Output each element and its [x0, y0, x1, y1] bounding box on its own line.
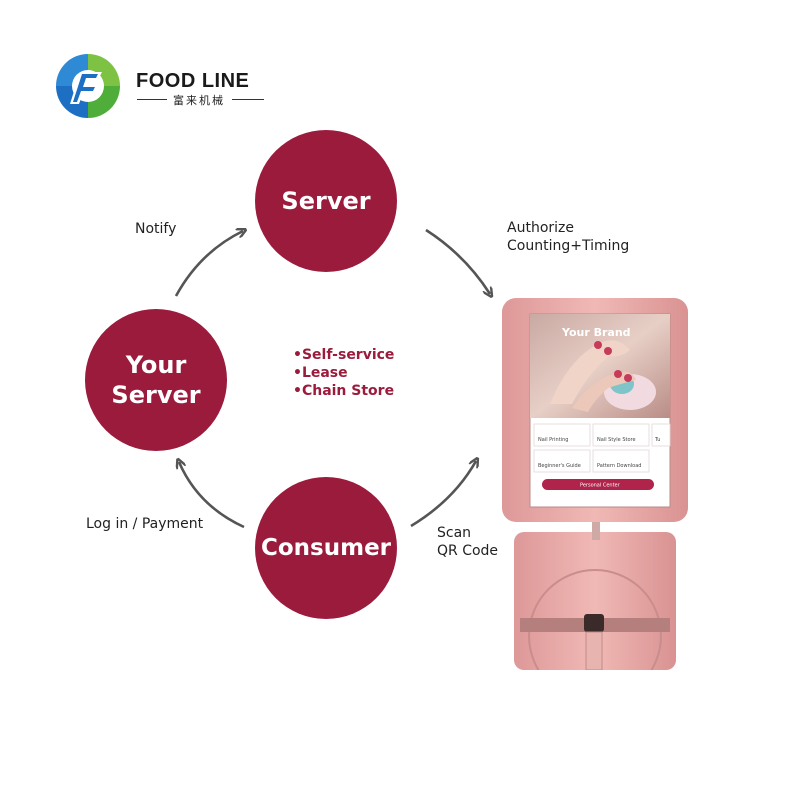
screen-tile — [592, 449, 650, 473]
screen-title: Your Brand — [561, 326, 631, 339]
brand-subtitle: 富来机械 — [173, 94, 225, 107]
nail-slot — [584, 614, 604, 632]
mode-item: •Lease — [293, 365, 348, 381]
scan-qr-label-line1: Scan — [437, 525, 472, 541]
arrow-consumer-to-your-server — [179, 462, 245, 529]
server-node: Server — [255, 130, 397, 272]
server-node-label: Server — [281, 187, 371, 215]
brand-divider-right — [232, 99, 264, 100]
kiosk-base — [514, 532, 676, 670]
business-modes-list: •Self-service •Lease •Chain Store — [293, 346, 394, 400]
arrow-your-server-to-server — [174, 231, 243, 297]
consumer-node: Consumer — [255, 477, 397, 619]
personal-center-button — [542, 479, 654, 490]
mode-item: •Chain Store — [293, 383, 395, 399]
consumer-node-label: Consumer — [260, 535, 392, 561]
screen-tile — [533, 449, 591, 473]
mode-item: •Self-service — [293, 347, 395, 363]
your-server-node: Your Server — [85, 309, 227, 451]
authorize-label-line1: Authorize — [507, 220, 574, 236]
scan-qr-label-line2: QR Code — [437, 543, 499, 559]
authorize-label: Authorize Counting+Timing — [507, 219, 629, 255]
brand-name: FOOD LINE — [136, 70, 250, 92]
arrow-consumer-to-kiosk — [410, 461, 476, 528]
brand-divider-left — [137, 99, 167, 100]
tile-label: Pattern Download — [597, 463, 641, 469]
food-line-logo-icon — [55, 53, 121, 119]
personal-center-label: Personal Center — [580, 483, 621, 489]
scan-qr-label: Scan QR Code — [437, 524, 498, 560]
tile-label: Tu — [654, 437, 660, 443]
your-server-label-line2: Server — [111, 381, 201, 409]
your-server-label-line1: Your — [125, 351, 187, 379]
tile-label: Nail Style Store — [597, 437, 636, 443]
nail-printer-kiosk: Your Brand Nail Printing Nail Style Stor… — [502, 298, 688, 670]
screen-tile — [651, 423, 671, 447]
authorize-label-line2: Counting+Timing — [507, 238, 630, 254]
screen-tile — [592, 423, 650, 447]
tile-label: Beginner's Guide — [538, 463, 581, 469]
arrow-server-to-kiosk — [425, 228, 490, 294]
tile-label: Nail Printing — [538, 437, 568, 443]
login-payment-label: Log in / Payment — [86, 516, 204, 532]
screen-tile — [533, 423, 591, 447]
notify-label: Notify — [135, 221, 177, 237]
